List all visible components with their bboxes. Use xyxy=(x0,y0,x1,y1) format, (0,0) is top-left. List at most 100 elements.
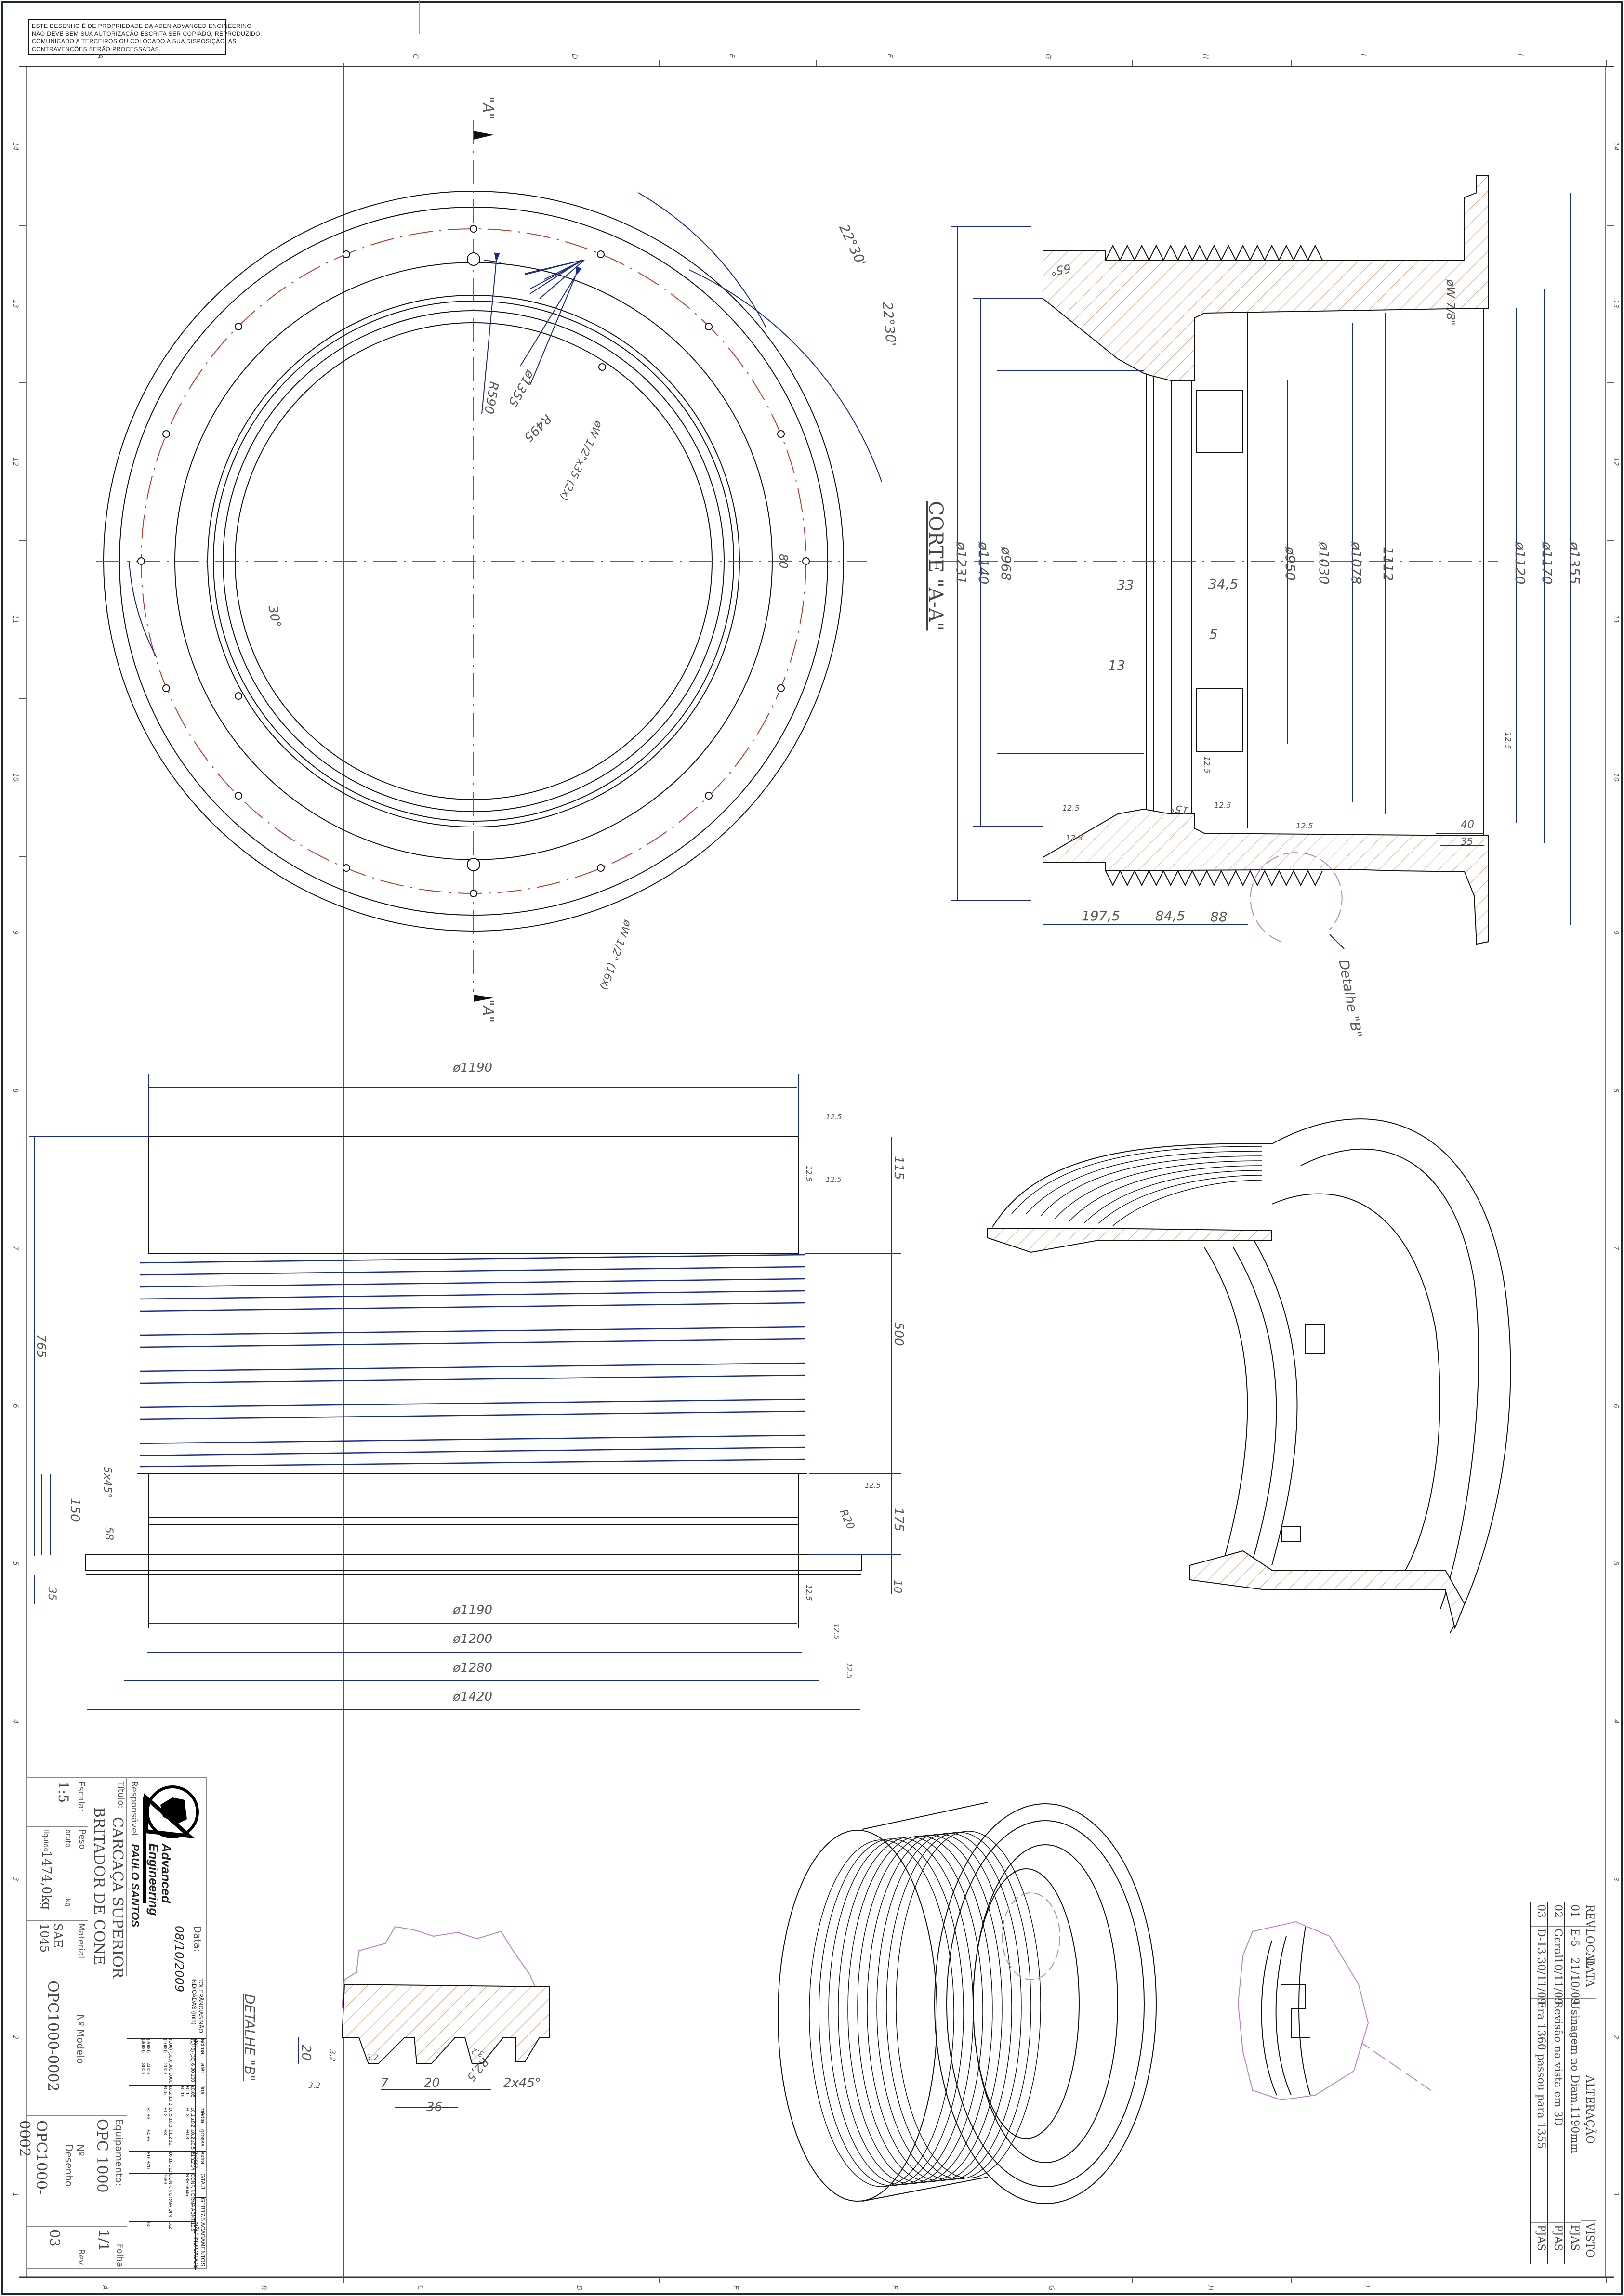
tol-cell: (1) (6) (30) xyxy=(173,2039,195,2063)
titulo-label: Título: xyxy=(116,1781,126,1809)
surface-finish-label: 3.2 xyxy=(328,2049,337,2062)
property-notice: ESTE DESENHO É DE PROPRIEDADE DA ADEN AD… xyxy=(28,19,262,55)
rev-cell: D-13 xyxy=(1531,1927,1547,1955)
tol-norm-code: GTB17/5 xyxy=(196,2197,206,2222)
thread-callout: øW 7/8" xyxy=(1444,279,1457,326)
tol-header: acima de: xyxy=(193,2039,206,2063)
tolerances-grid: acima de: até: fina média grossa extra g… xyxy=(127,2039,206,2270)
grid-col-label: G xyxy=(1047,2285,1055,2291)
tol-header: até: xyxy=(196,2063,206,2086)
grid-row-label: 4 xyxy=(12,1719,19,1724)
folha-cell: Folha 1/1 xyxy=(88,2226,127,2270)
rev-value: 03 xyxy=(47,2230,63,2247)
rev-header: ALTERAÇÃO xyxy=(1581,1999,1596,2221)
grid-row-label: 3 xyxy=(12,1877,19,1881)
grid-row-label: 6 xyxy=(1612,1404,1620,1408)
liquido-label: líquido xyxy=(42,1829,50,1852)
diameter-label: ø1170 xyxy=(1539,542,1555,585)
tol-cell: 4000 8000 xyxy=(129,2063,151,2086)
tol-header: grossa xyxy=(196,2129,206,2152)
rev-cell: Rev. 03 xyxy=(26,2226,88,2270)
dimension-label: 34,5 xyxy=(1208,576,1239,592)
grid-col-label: C xyxy=(416,2285,424,2290)
folha-label: Folha xyxy=(115,2244,125,2267)
finish-symbol: 3.2 xyxy=(168,2222,173,2229)
dimension-label: 20 xyxy=(299,2045,313,2061)
dimension-label: 40 xyxy=(1461,819,1474,831)
diameter-label: ø950 xyxy=(1282,547,1298,581)
tol-cell: ±0.5 ±0.8 ±1.2 xyxy=(151,2107,173,2130)
company-logo: Advanced Engineering xyxy=(141,1778,206,1923)
surface-finish-label: 12.5 xyxy=(1062,803,1080,813)
diameter-label: ø1078 xyxy=(1348,542,1364,585)
escala-value: 1:5 xyxy=(55,1781,71,1803)
revision-row: 01 E-5 21/10/09 Usinagem no Diam.1190mm … xyxy=(1564,1902,1581,2264)
notice-line: CONTRAVENÇÕES SERÃO PROCESSADAS. xyxy=(32,46,161,52)
surface-finish-label: 3.2 xyxy=(366,2053,379,2062)
notice-line: ESTE DESENHO É DE PROPRIEDADE DA ADEN AD… xyxy=(32,23,252,29)
diameter-label: ø1030 xyxy=(1316,542,1332,585)
modelo-label: Nº Modelo xyxy=(75,2014,86,2064)
material-value: SAE 1045 xyxy=(38,1923,65,1953)
tol-cell: ±2 ±3 xyxy=(129,2107,151,2130)
responsavel-label: Responsável: xyxy=(129,1781,139,1839)
chamfer-label: 2x45° xyxy=(503,2076,541,2090)
tol-cell: ±6 ±8 ±11 xyxy=(151,2152,173,2174)
height-label: 765 xyxy=(34,1334,48,1358)
peso-cell: Peso bruto kg líquido 1474,0kg xyxy=(26,1826,88,1921)
grid-col-label: A xyxy=(101,2285,108,2290)
diameter-label: ø1190 xyxy=(453,1603,493,1617)
rev-cell: PJAS xyxy=(1552,2225,1564,2251)
grid-row-label: 13 xyxy=(12,300,19,308)
grid-row-label: 3 xyxy=(1612,1877,1620,1881)
grid-row-label: 5 xyxy=(12,1561,19,1566)
finish-symbol: 12.5 xyxy=(190,2222,195,2231)
kg-label: kg xyxy=(64,1899,72,1907)
tol-cell: ±4 ±5 xyxy=(129,2129,151,2152)
rev-cell: Usinagem no Diam.1190mm xyxy=(1565,1999,1581,2223)
rev-cell: 10/11/09 xyxy=(1548,1955,1564,2005)
rev-header: REV xyxy=(1581,1902,1596,1928)
tol-cell: ±15 ±20 xyxy=(129,2152,151,2174)
rev-cell: Era 1360 passou para 1355 xyxy=(1531,1999,1547,2223)
folha-value: 1/1 xyxy=(96,2230,112,2252)
grid-col-label: D xyxy=(575,2285,583,2291)
grid-row-label: 8 xyxy=(12,1089,19,1093)
tol-cell: (2000) (4000) xyxy=(129,2039,151,2063)
date-value: 08/10/2009 xyxy=(172,1926,186,1993)
globe-logo-icon xyxy=(143,1785,199,1903)
desenho-cell: Nº Desenho OPC1000-0002 xyxy=(16,2115,88,2226)
rev-header: LOCAL xyxy=(1581,1927,1596,1967)
grid-row-label: 7 xyxy=(12,1246,19,1250)
rev-label: Rev. xyxy=(76,2249,86,2267)
tol-cell: ±0.1 ±0.2 ±0.3 xyxy=(173,2107,195,2130)
titulo-cell: Título: CARCAÇA SUPERIOR BRITADOR DE CON… xyxy=(88,1778,127,2067)
surface-finish-label: 12.5 xyxy=(805,1166,813,1182)
tolerances-table: TOLERÂNCIAS NÃO INDICADAS (mm) acima de:… xyxy=(127,1976,206,2270)
grid-col-label: E xyxy=(732,2285,739,2290)
chamfer-label: 5x45° xyxy=(101,1467,113,1499)
height-label: 175 xyxy=(891,1508,906,1532)
height-label: 150 xyxy=(67,1498,82,1522)
diameter-label: ø1280 xyxy=(453,1661,493,1675)
grid-row-label: 12 xyxy=(12,458,19,466)
rev-cell: 02 xyxy=(1548,1902,1564,1927)
grid-row-label: 10 xyxy=(12,773,19,782)
grid-row-label: 8 xyxy=(1612,1089,1620,1093)
grid-row-label: 14 xyxy=(12,142,19,151)
surface-finish-label: 12.5 xyxy=(826,1175,842,1184)
tol-cell: ±0.2 ±0.5 ±0.8 xyxy=(173,2129,195,2152)
equipamento-label: Equipamento: xyxy=(113,2119,125,2186)
rev-cell: 30/11/09 xyxy=(1531,1955,1547,2005)
grid-row-label: 5 xyxy=(1612,1561,1620,1566)
rev-cell: PJAS xyxy=(1569,2225,1581,2251)
grid-row-label: 11 xyxy=(1612,615,1620,624)
title-block: Advanced Engineering Data: 08/10/2009 Re… xyxy=(16,1777,207,2270)
grid-col-label: H xyxy=(1201,54,1209,59)
desenho-label: Nº Desenho xyxy=(63,2144,86,2187)
escala-label: Escala: xyxy=(76,1781,86,1812)
titulo-line1: CARCAÇA SUPERIOR xyxy=(109,1817,126,1979)
tol-cell: 6 30 100 xyxy=(173,2063,195,2086)
revision-table: REV LOCAL DATA ALTERAÇÃO VISTO 01 E-5 21… xyxy=(1530,1902,1596,2264)
